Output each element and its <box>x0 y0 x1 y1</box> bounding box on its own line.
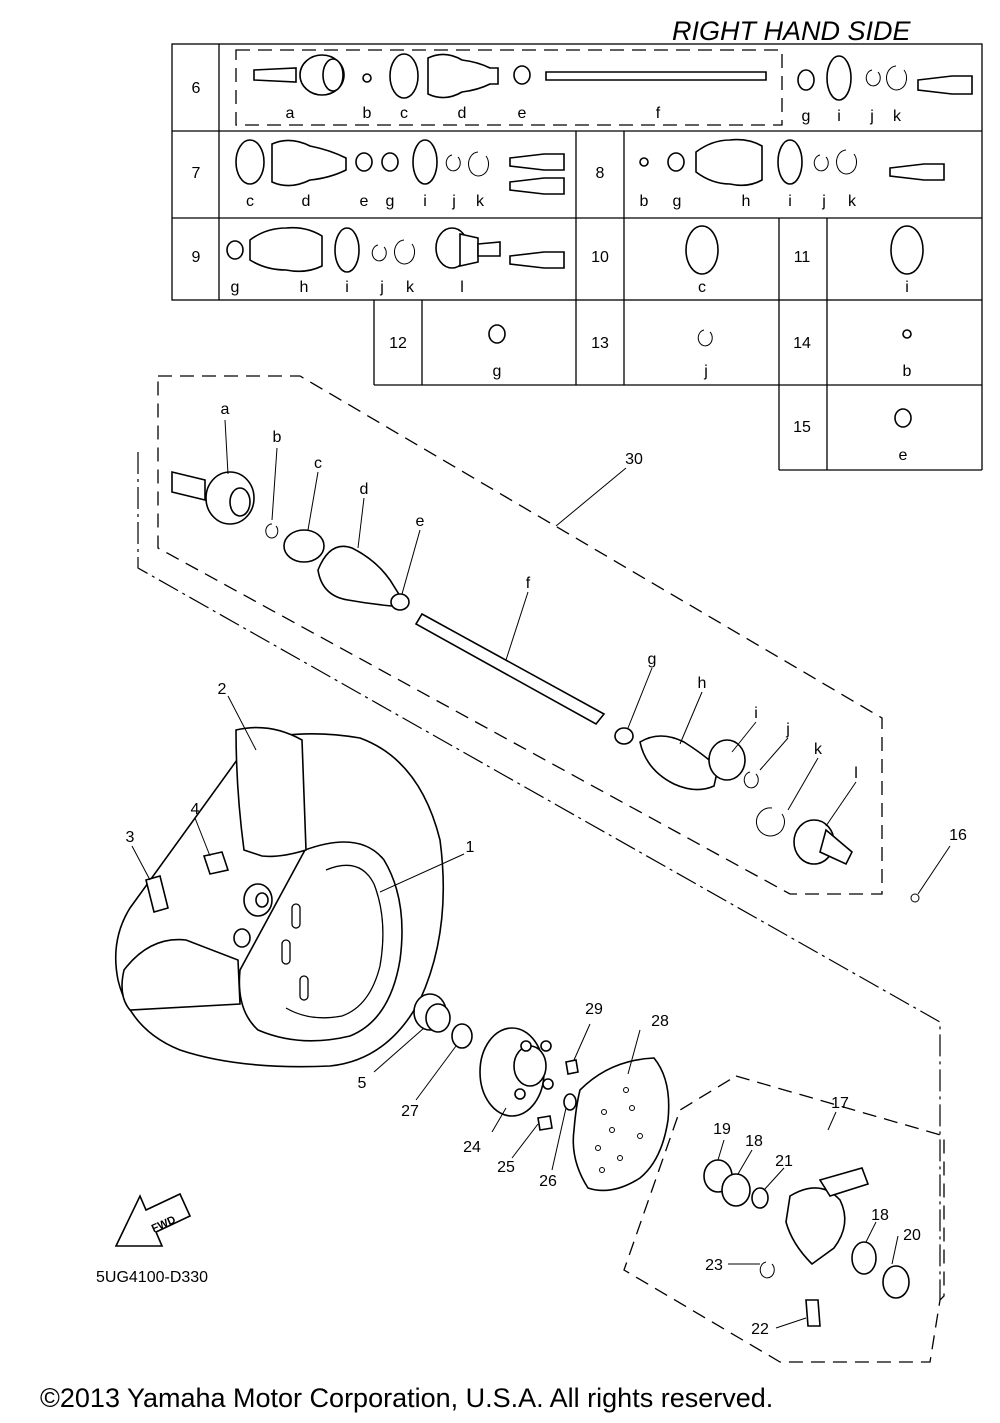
kit-8-label-i: i <box>788 193 792 210</box>
shaft-label-g: g <box>648 651 657 668</box>
callout-28: 28 <box>651 1013 669 1030</box>
kit-number-15: 15 <box>793 419 811 436</box>
shaft-label-f: f <box>526 575 531 592</box>
kit-6-label-d: d <box>458 105 467 122</box>
kit-8-label-g: g <box>673 193 682 210</box>
valve-and-nut <box>145 851 230 913</box>
shaft-label-l: l <box>854 765 858 782</box>
shaft-leaders <box>224 419 857 827</box>
callout-5: 5 <box>358 1075 367 1092</box>
kit-9-label-i: i <box>345 279 349 296</box>
callout-27: 27 <box>401 1103 419 1120</box>
kit-14-label-b: b <box>903 363 912 380</box>
kit-8-label-k: k <box>848 193 857 210</box>
callout-22: 22 <box>751 1321 769 1338</box>
kit-single-icons <box>488 225 924 428</box>
kit-6-label-b: b <box>363 105 372 122</box>
callout-30: 30 <box>625 451 643 468</box>
kit-10-label-c: c <box>698 279 706 296</box>
kit-8-label-b: b <box>640 193 649 210</box>
callout-1: 1 <box>466 839 475 856</box>
shaft-assembly-parts <box>171 470 853 866</box>
kit-number-13: 13 <box>591 335 609 352</box>
shaft-label-j: j <box>785 721 790 738</box>
kit-6-label-k: k <box>893 108 902 125</box>
part-leaders <box>131 695 951 1329</box>
kit-number-7: 7 <box>192 165 201 182</box>
kit-9-icons <box>226 226 565 273</box>
kit-8-label-h: h <box>742 193 751 210</box>
kit-7-icons <box>235 139 565 195</box>
kit-6-label-e: e <box>518 105 527 122</box>
tire-and-wheel <box>114 726 445 1068</box>
kit-number-8: 8 <box>596 165 605 182</box>
callout-18b: 18 <box>871 1207 889 1224</box>
shaft-assembly-outline <box>137 375 941 1300</box>
shaft-label-a: a <box>221 401 230 418</box>
kit-15-label-e: e <box>899 447 908 464</box>
diagram-title: RIGHT HAND SIDE <box>672 16 912 46</box>
kit-7-label-e: e <box>360 193 369 210</box>
kit-number-14: 14 <box>793 335 811 352</box>
callout-17: 17 <box>831 1095 849 1112</box>
callout-21: 21 <box>775 1153 793 1170</box>
kit-7-label-g: g <box>386 193 395 210</box>
shaft-label-c: c <box>314 455 322 472</box>
shaft-label-h: h <box>698 675 707 692</box>
kit-7-label-k: k <box>476 193 485 210</box>
callout-4: 4 <box>191 801 200 818</box>
kit-12-label-g: g <box>493 363 502 380</box>
callout-23: 23 <box>705 1257 723 1274</box>
kit-9-label-l: l <box>460 279 464 296</box>
diagram-code: 5UG4100-D330 <box>96 1269 208 1286</box>
kit-9-label-j: j <box>379 279 384 296</box>
hub-parts <box>413 993 579 1131</box>
kit-number-9: 9 <box>192 249 201 266</box>
kit-11-label-i: i <box>905 279 909 296</box>
shaft-label-e: e <box>416 513 425 530</box>
kit-6-icons <box>253 53 973 101</box>
fwd-arrow-icon: FWD <box>114 1192 192 1247</box>
o-ring-16 <box>910 893 920 903</box>
kit-6-label-a: a <box>286 105 295 122</box>
kit-table <box>171 43 983 471</box>
callout-29: 29 <box>585 1001 603 1018</box>
callout-24: 24 <box>463 1139 481 1156</box>
kit-13-label-j: j <box>703 363 708 380</box>
kit-6-label-c: c <box>400 105 408 122</box>
callout-3: 3 <box>126 829 135 846</box>
shaft-label-d: d <box>360 481 369 498</box>
shaft-label-k: k <box>814 741 823 758</box>
kit-9-label-k: k <box>406 279 415 296</box>
kit-6-label-f: f <box>656 105 661 122</box>
callout-20: 20 <box>903 1227 921 1244</box>
callout-16: 16 <box>949 827 967 844</box>
kit-6-label-g: g <box>802 108 811 125</box>
shaft-label-b: b <box>273 429 282 446</box>
kit-6-label-j: j <box>869 108 874 125</box>
kit-7-label-d: d <box>302 193 311 210</box>
knuckle-assembly <box>623 1075 945 1363</box>
kit-9-label-h: h <box>300 279 309 296</box>
callout-2: 2 <box>218 681 227 698</box>
callout-26: 26 <box>539 1173 557 1190</box>
kit-7-label-j: j <box>451 193 456 210</box>
callout-19: 19 <box>713 1121 731 1138</box>
kit-number-10: 10 <box>591 249 609 266</box>
callout-18a: 18 <box>745 1133 763 1150</box>
kit-7-label-c: c <box>246 193 254 210</box>
kit-8-label-j: j <box>821 193 826 210</box>
callout-25: 25 <box>497 1159 515 1176</box>
kit-9-label-g: g <box>231 279 240 296</box>
kit-number-12: 12 <box>389 335 407 352</box>
kit-8-icons <box>639 138 945 187</box>
kit-6-label-i: i <box>837 108 841 125</box>
shaft-label-i: i <box>754 705 758 722</box>
kit-7-label-i: i <box>423 193 427 210</box>
copyright-notice: ©2013 Yamaha Motor Corporation, U.S.A. A… <box>40 1383 773 1413</box>
kit-number-6: 6 <box>192 80 201 97</box>
brake-disc <box>572 1057 670 1192</box>
kit-number-11: 11 <box>794 249 811 266</box>
